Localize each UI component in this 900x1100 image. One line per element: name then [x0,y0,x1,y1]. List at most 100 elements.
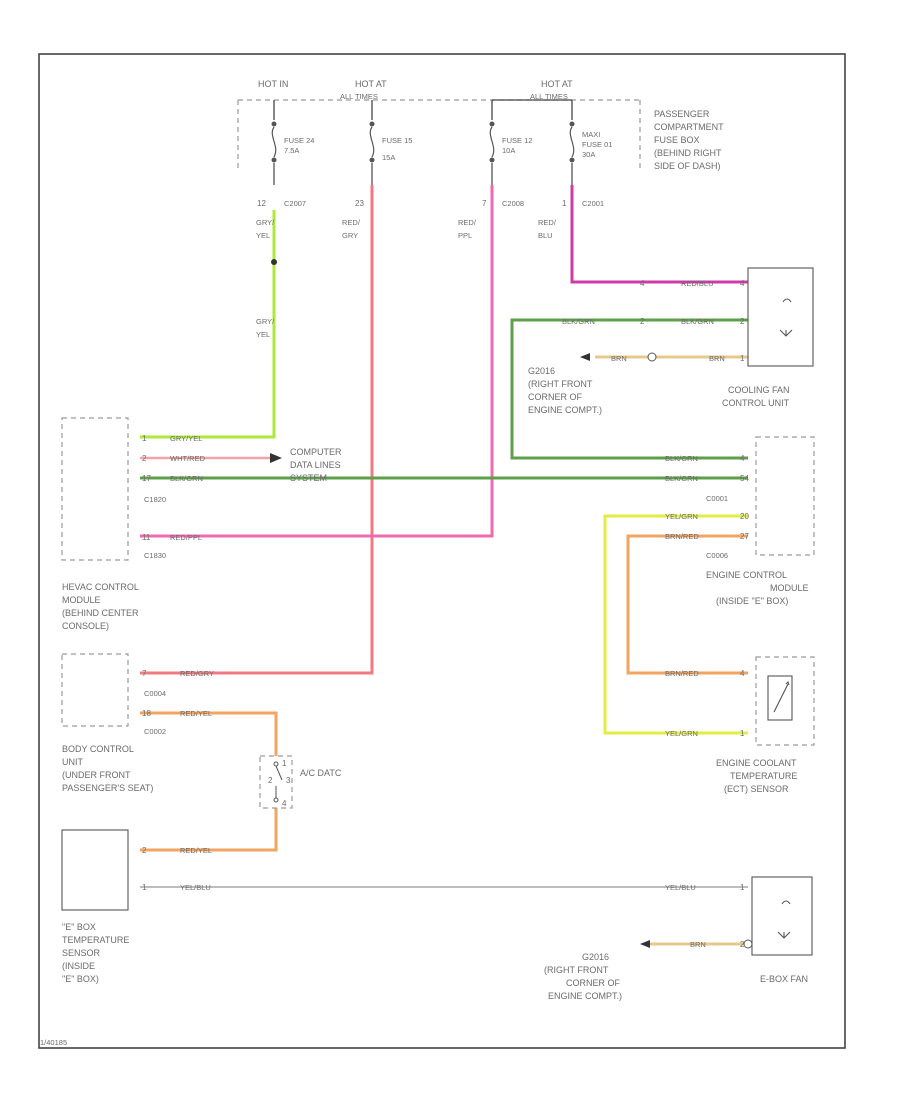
fuse-symbols [271,121,575,163]
wire-brn-2: BRN [709,354,725,363]
svg-text:ENGINE CONTROL: ENGINE CONTROL [706,570,787,580]
wire-brn-red-2: BRN/RED [665,669,699,678]
svg-text:DATA LINES: DATA LINES [290,460,341,470]
hv-pin-2: 2 [142,454,147,463]
svg-text:UNIT: UNIT [62,757,83,767]
svg-text:G2016: G2016 [528,366,555,376]
svg-text:(UNDER FRONT: (UNDER FRONT [62,770,131,780]
svg-text:COMPUTER: COMPUTER [290,447,342,457]
pin-12: 12 [257,199,266,208]
cooling-fan-label: COOLING FAN CONTROL UNIT [722,385,790,408]
wire-brn-3: BRN [690,940,706,949]
wire-gry-yel-h: GRY/YEL [170,434,202,443]
eb-pin-1: 1 [142,883,147,892]
wire-gry-yel-2a: GRY/ [256,317,275,326]
wire-red-yel-2: RED/YEL [180,846,212,855]
ecm-pin-27: 27 [740,532,749,541]
svg-text:(RIGHT FRONT: (RIGHT FRONT [528,379,593,389]
ect-pin-1: 1 [740,729,745,738]
ebox-sensor-label: "E" BOX TEMPERATURE SENSOR (INSIDE "E" B… [62,922,129,984]
ect-pin-4: 4 [740,669,745,678]
svg-text:(BEHIND CENTER: (BEHIND CENTER [62,608,139,618]
svg-text:HEVAC CONTROL: HEVAC CONTROL [62,582,139,592]
ecm-pin-4: 4 [740,454,745,463]
cooling-fan-control-unit [747,267,814,367]
svg-text:(ECT) SENSOR: (ECT) SENSOR [724,784,789,794]
ground-symbol-1 [580,352,657,362]
fuse-24-name: FUSE 24 [284,136,314,145]
hot-label-3: ALL TIMES [340,92,378,101]
svg-text:(INSIDE: (INSIDE [62,961,95,971]
maxi-fuse-name-2: FUSE 01 [582,140,612,149]
hv-pin-1: 1 [142,434,147,443]
wire-gry-yel-1b: YEL [256,231,270,240]
ground-symbol-2 [640,939,753,949]
wire-red-yel-1: RED/YEL [180,709,212,718]
splice-dot [271,259,277,265]
svg-text:"E" BOX): "E" BOX) [62,974,99,984]
svg-text:CORNER OF: CORNER OF [528,392,583,402]
bcm-label: BODY CONTROL UNIT (UNDER FRONT PASSENGER… [62,744,153,793]
fuse-24-rating: 7.5A [284,146,299,155]
wire-blk-grn-2: BLK/GRN [681,317,714,326]
wire-red-ppl-h: RED/PPL [170,533,202,542]
ac-pin-3: 3 [286,776,291,785]
relay-switch-icon [273,761,283,803]
fuse-box-outline [237,99,641,168]
wire-yel-blu-2: YEL/BLU [665,883,696,892]
ecm-pin-20: 20 [740,512,749,521]
connector-c0002: C0002 [144,727,166,736]
svg-text:COMPARTMENT: COMPARTMENT [654,122,724,132]
ebox-fan-icon [777,900,791,939]
svg-text:(BEHIND RIGHT: (BEHIND RIGHT [654,148,722,158]
ac-relay-label: A/C DATC [300,768,342,778]
pin-1: 1 [562,199,567,208]
svg-text:G2016: G2016 [582,952,609,962]
svg-text:SIDE OF DASH): SIDE OF DASH) [654,161,721,171]
connector-c2007: C2007 [284,199,306,208]
hot-label-2: HOT AT [355,79,387,89]
wire-red-blu-a: RED/ [538,218,557,227]
wire-blk-grn-3: BLK/GRN [170,474,203,483]
ebox-fan-label: E-BOX FAN [760,974,808,984]
diagram-frame [38,53,846,1049]
cf-pin-1: 1 [740,354,745,363]
maxi-fuse-rating: 30A [582,150,595,159]
ground-g2016-label-2: G2016 (RIGHT FRONT CORNER OF ENGINE COMP… [544,952,622,1001]
bcm-pin-7: 7 [142,669,147,678]
wires [140,163,748,946]
ect-sensor [755,656,815,746]
ebox-temperature-sensor [61,829,129,911]
svg-text:ENGINE COOLANT: ENGINE COOLANT [716,758,797,768]
wire-blk-grn-1: BLK/GRN [562,317,595,326]
sensor-icon [767,675,793,721]
ecm-label: ENGINE CONTROL MODULE (INSIDE "E" BOX) [706,570,809,606]
data-lines-label: COMPUTER DATA LINES SYSTEM [290,447,342,483]
ac-pin-2: 2 [268,776,273,785]
svg-text:TEMPERATURE: TEMPERATURE [62,935,129,945]
wire-gry-yel-1a: GRY/ [256,218,275,227]
fan-icon [779,298,793,337]
svg-text:ENGINE COMPT.): ENGINE COMPT.) [548,991,622,1001]
ebf-pin-2: 2 [740,940,745,949]
maxi-fuse-name: MAXI [582,130,600,139]
cf-pin-2: 2 [640,317,645,326]
connector-c0004: C0004 [144,689,166,698]
wire-brn-red-1: BRN/RED [665,532,699,541]
hot-label-4: HOT AT [541,79,573,89]
cf-pin-4b: 4 [740,279,745,288]
bcm-pin-18: 18 [142,709,151,718]
wire-yel-grn-1: YEL/GRN [665,512,698,521]
wire-red-gry-b: GRY [342,231,358,240]
svg-text:MODULE: MODULE [62,595,101,605]
fuse-box-label: PASSENGER COMPARTMENT FUSE BOX (BEHIND R… [654,109,724,171]
svg-text:ENGINE COMPT.): ENGINE COMPT.) [528,405,602,415]
hv-pin-11: 11 [142,533,151,542]
wire-brn-1: BRN [611,354,627,363]
svg-text:SENSOR: SENSOR [62,948,101,958]
cf-pin-2b: 2 [740,317,745,326]
svg-text:CORNER OF: CORNER OF [566,978,621,988]
ebf-pin-1: 1 [740,883,745,892]
data-lines-arrow-icon [270,453,282,463]
